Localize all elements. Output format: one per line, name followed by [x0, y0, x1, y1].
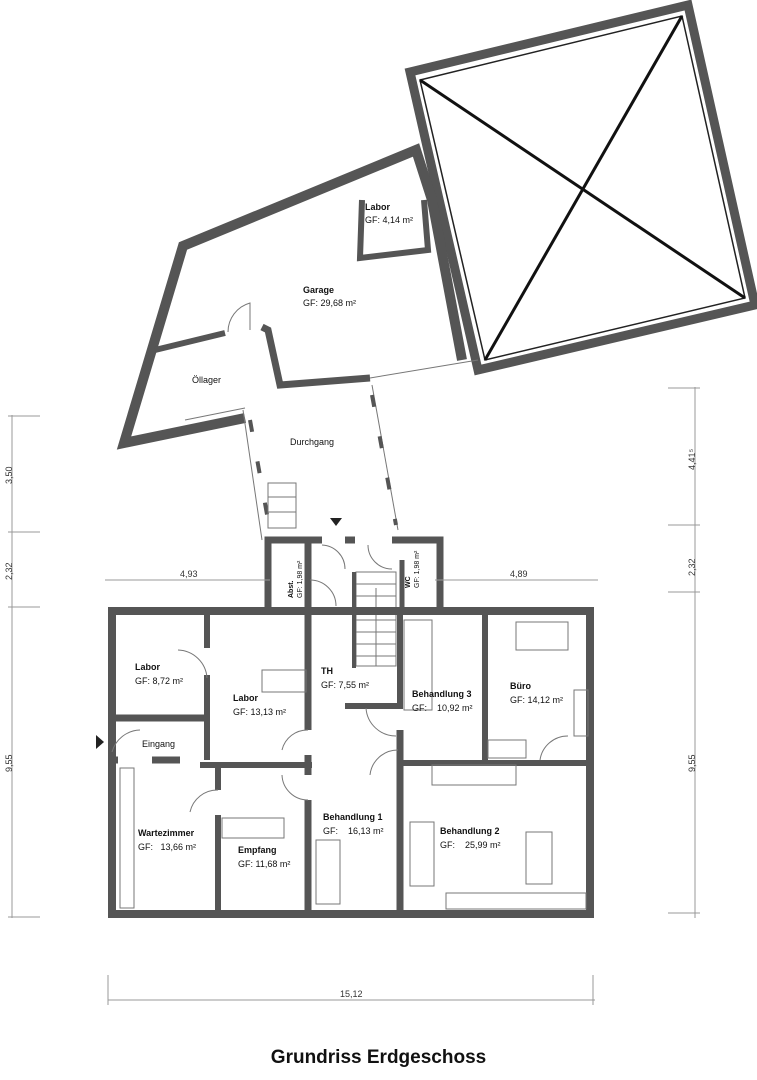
room-empfang-area: GF: 11,68 m² — [238, 859, 290, 869]
passage-walls — [242, 384, 399, 541]
dim-left-3: 9,55 — [4, 754, 14, 772]
room-oellager-name: Öllager — [192, 375, 221, 385]
room-labor-1-area: GF: 8,72 m² — [135, 676, 183, 686]
garage-walls — [116, 143, 479, 450]
room-abst-name: Abst. — [288, 580, 295, 598]
dim-right-2: 2,32 — [687, 558, 697, 576]
room-durchgang-name: Durchgang — [290, 437, 334, 447]
room-garage-area: GF: 29,68 m² — [303, 298, 356, 308]
room-wc-name: WC — [405, 576, 412, 588]
room-th-name: TH — [321, 666, 333, 676]
room-abst-area: GF: 1,98 m² — [297, 560, 304, 598]
room-behandlung-3-area: GF: 10,92 m² — [412, 703, 473, 713]
room-eingang-name: Eingang — [142, 739, 175, 749]
room-wartezimmer-name: Wartezimmer — [138, 828, 195, 838]
room-labor-top-name: Labor — [365, 202, 390, 212]
stair-section-walls — [264, 536, 444, 668]
room-empfang-name: Empfang — [238, 845, 277, 855]
dim-top-left: 4,93 — [180, 569, 198, 579]
room-th-area: GF: 7,55 m² — [321, 680, 369, 690]
room-behandlung-3-name: Behandlung 3 — [412, 689, 472, 699]
dim-bottom: 15,12 — [340, 989, 363, 999]
dimension-lines — [8, 387, 700, 1005]
room-behandlung-1-area: GF: 16,13 m² — [323, 826, 384, 836]
dim-left-1: 3,50 — [4, 466, 14, 484]
plan-title: Grundriss Erdgeschoss — [270, 1047, 487, 1068]
roof-outline — [404, 0, 757, 376]
room-behandlung-2-area: GF: 25,99 m² — [440, 840, 501, 850]
room-buero-name: Büro — [510, 681, 531, 691]
room-labor-2-name: Labor — [233, 693, 258, 703]
room-behandlung-1-name: Behandlung 1 — [323, 812, 383, 822]
room-labor-2-area: GF: 13,13 m² — [233, 707, 286, 717]
room-garage-name: Garage — [303, 285, 334, 295]
room-labor-1-name: Labor — [135, 662, 160, 672]
room-behandlung-2-name: Behandlung 2 — [440, 826, 500, 836]
dim-top-right: 4,89 — [510, 569, 528, 579]
room-buero-area: GF: 14,12 m² — [510, 695, 563, 705]
room-wartezimmer-area: GF: 13,66 m² — [138, 842, 196, 852]
room-labor-top-area: GF: 4,14 m² — [365, 215, 413, 225]
room-wc-area: GF: 1,98 m² — [414, 550, 421, 588]
dim-right-3: 9,55 — [687, 754, 697, 772]
dim-right-1: 4,41⁵ — [687, 448, 697, 470]
dim-left-2: 2,32 — [4, 562, 14, 580]
main-building-walls — [96, 607, 594, 918]
